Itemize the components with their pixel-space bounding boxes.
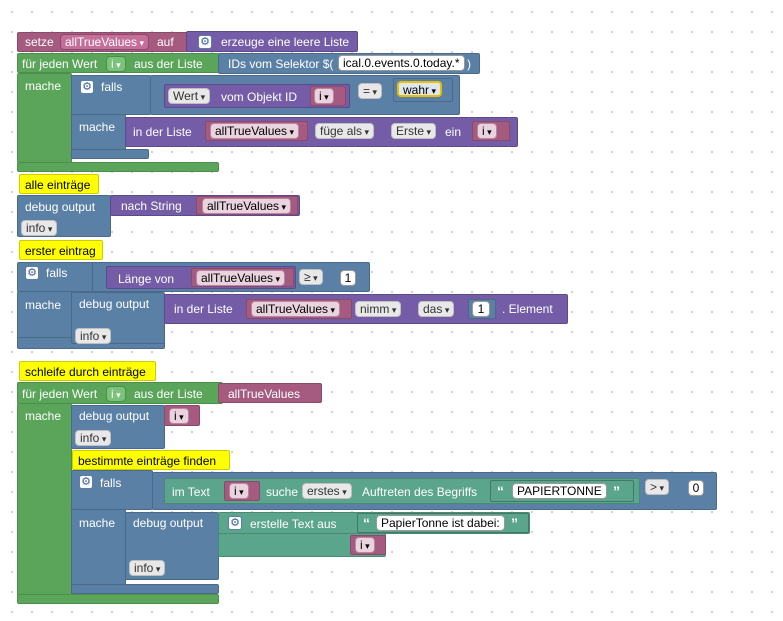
debug-level-dropdown[interactable]: info [129, 560, 166, 576]
loop-list-variable-block[interactable] [218, 383, 322, 403]
if-label: falls [100, 476, 122, 490]
if-block-body [17, 291, 72, 341]
comment-note[interactable] [19, 174, 99, 194]
for-each-loop-footer [17, 594, 219, 604]
occurrence-label: Auftreten des Begriffs [362, 485, 478, 499]
comment-note-text: erster eintrag [25, 244, 96, 258]
selector-label: IDs vom Selektor $( [228, 57, 334, 71]
search-term-input[interactable]: PAPIERTONNE [512, 483, 607, 499]
element-label: . Element [502, 302, 553, 316]
loop-do-label: mache [25, 79, 62, 93]
comment-note[interactable] [19, 240, 103, 260]
set-label: setze [25, 35, 54, 49]
find-mode-dropdown[interactable]: erstes [302, 483, 352, 499]
for-each-loop-footer [17, 162, 219, 172]
state-field-dropdown[interactable]: Wert [168, 88, 211, 104]
object-variable-dropdown[interactable]: i [314, 88, 334, 104]
in-list-label: aus der Liste [134, 387, 203, 401]
in-list-label-2: in der Liste [133, 125, 192, 139]
comment-note-text: bestimmte einträge finden [78, 454, 217, 468]
comment-note-text: schleife durch einträge [25, 365, 146, 379]
if-do-label: mache [79, 516, 116, 530]
index-number-input[interactable]: 1 [472, 301, 490, 317]
selector-input[interactable]: ical.0.events.0.today.* [338, 55, 465, 71]
if-label: falls [46, 266, 68, 280]
length-variable-dropdown[interactable]: allTrueValues [196, 270, 286, 286]
comment-note[interactable] [72, 450, 230, 470]
if-block-footer [71, 149, 149, 159]
if-then-label: mache [79, 120, 116, 134]
gear-icon[interactable]: ⚙ [198, 35, 212, 49]
text-variable-dropdown[interactable]: i [355, 537, 375, 553]
insert-mode-dropdown[interactable]: füge als [315, 123, 375, 139]
comment-note[interactable] [19, 361, 156, 381]
take-mode-dropdown[interactable]: nimm [355, 301, 402, 317]
debug-variable-dropdown[interactable]: i [169, 408, 189, 424]
debug-output-block[interactable] [17, 195, 111, 237]
compare-operator-dropdown[interactable]: > [645, 479, 670, 495]
loop-variable-dropdown[interactable]: i [106, 386, 126, 402]
loop-list-variable-label[interactable]: allTrueValues [228, 387, 301, 401]
compare-operator-dropdown[interactable]: = [358, 83, 383, 99]
loop-variable-dropdown[interactable]: i [106, 56, 126, 72]
create-text-label: erstelle Text aus [250, 517, 337, 531]
compare-operator-dropdown[interactable]: ≥ [299, 269, 323, 285]
create-empty-list-label: erzeuge eine leere Liste [221, 35, 350, 49]
compare-number-input[interactable]: 1 [340, 270, 356, 286]
debug-level-dropdown[interactable]: info [75, 430, 112, 446]
to-string-variable-dropdown[interactable]: allTrueValues [202, 198, 292, 214]
list-variable-dropdown[interactable]: allTrueValues [210, 123, 300, 139]
if-block-footer [71, 584, 219, 594]
set-to-label: auf [157, 35, 174, 49]
comment-note-text: alle einträge [25, 178, 91, 192]
create-empty-list-block[interactable] [186, 31, 358, 52]
gear-icon[interactable]: ⚙ [80, 80, 94, 94]
in-text-label: im Text [172, 485, 210, 499]
debug-output-label: debug output [79, 409, 150, 423]
open-quote-icon: “ [497, 483, 504, 499]
for-each-loop-body [17, 403, 72, 596]
open-quote-icon: “ [363, 515, 370, 531]
for-each-label: für jeden Wert [22, 387, 98, 401]
if-do-label: mache [25, 298, 62, 312]
debug-output-label: debug output [25, 200, 96, 214]
debug-output-label: debug output [133, 516, 204, 530]
text-literal-input[interactable]: PapierTonne ist dabei: [376, 515, 505, 531]
insert-as-label: ein [445, 125, 462, 139]
boolean-dropdown[interactable]: wahr [397, 81, 443, 97]
close-quote-icon: ” [511, 515, 518, 531]
in-list-label: in der Liste [174, 302, 233, 316]
debug-output-label: debug output [79, 297, 150, 311]
insert-position-dropdown[interactable]: Erste [391, 123, 437, 139]
gear-icon[interactable]: ⚙ [79, 475, 93, 489]
selector-close-label: ) [467, 57, 471, 71]
which-dropdown[interactable]: das [418, 301, 455, 317]
if-label: falls [101, 80, 123, 94]
loop-do-label: mache [25, 409, 62, 423]
gear-icon[interactable]: ⚙ [25, 266, 39, 280]
insert-variable-dropdown[interactable]: i [477, 123, 497, 139]
text-variable-dropdown[interactable]: i [229, 483, 249, 499]
for-each-label: für jeden Wert [22, 57, 98, 71]
compare-number-input[interactable]: 0 [688, 480, 704, 496]
list-variable-dropdown[interactable]: allTrueValues [251, 301, 341, 317]
debug-level-dropdown[interactable]: info [75, 328, 112, 344]
close-quote-icon: ” [613, 483, 620, 499]
of-object-label: vom Objekt ID [221, 90, 298, 104]
set-variable-dropdown[interactable]: allTrueValues [60, 34, 150, 50]
gear-icon[interactable]: ⚙ [228, 516, 242, 530]
length-label: Länge von [118, 272, 175, 286]
to-string-label: nach String [121, 199, 182, 213]
in-list-label: aus der Liste [134, 57, 203, 71]
find-label: suche [266, 485, 299, 499]
debug-level-dropdown[interactable]: info [21, 220, 58, 236]
